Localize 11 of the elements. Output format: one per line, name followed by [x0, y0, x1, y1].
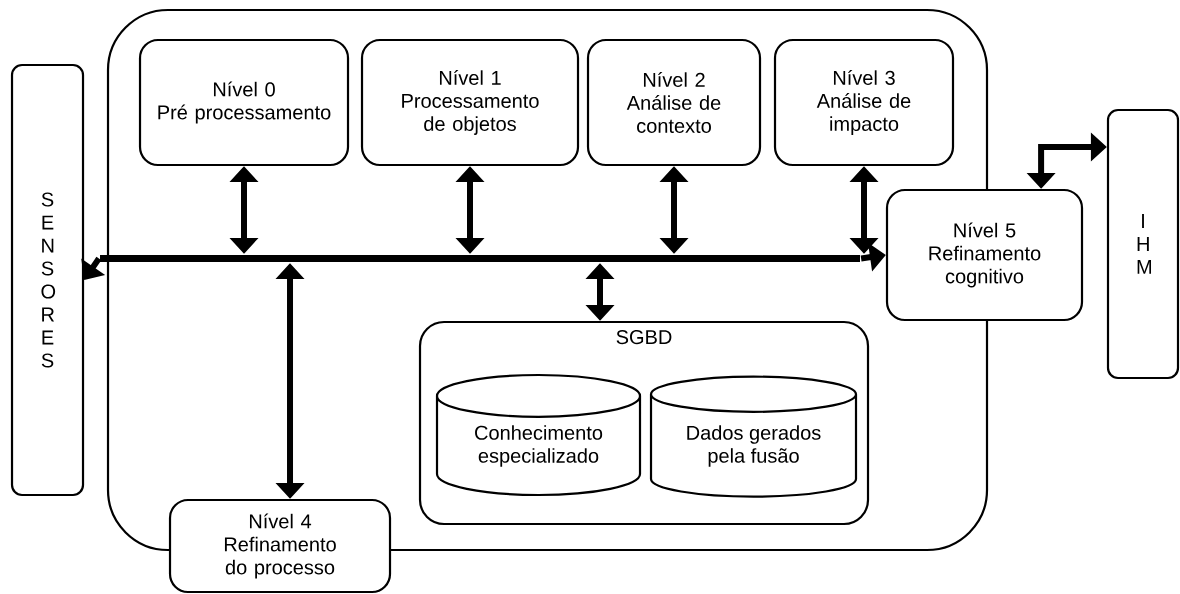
- level-box: Nível 4 Refinamento do processo: [168, 498, 392, 594]
- level-box: Nível 2 Análise de contexto: [586, 38, 762, 167]
- arrow: [81, 256, 106, 280]
- database-cylinder: Dados gerados pela fusão: [649, 375, 858, 498]
- side-box: I H M: [1106, 108, 1180, 380]
- level-box: Nível 5 Refinamento cognitivo: [885, 188, 1084, 322]
- database-cylinder: Conhecimento especializado: [435, 373, 642, 497]
- level-box: Nível 0 Pré processamento: [138, 38, 350, 167]
- level-box: Nível 1 Processamento de objetos: [360, 38, 580, 167]
- level-box: Nível 3 Análise de impacto: [773, 38, 955, 167]
- side-box: S E N S O R E S: [10, 63, 85, 497]
